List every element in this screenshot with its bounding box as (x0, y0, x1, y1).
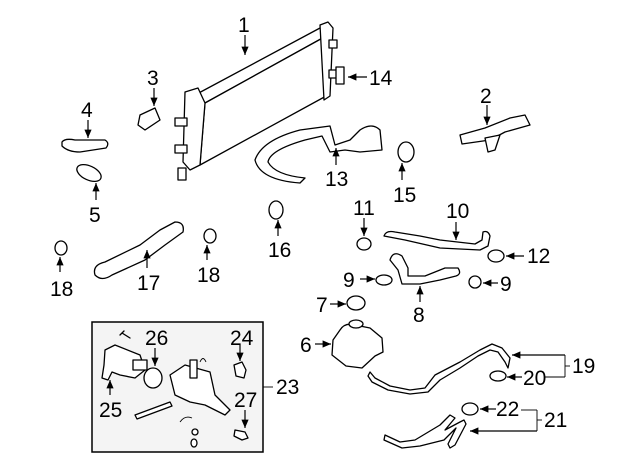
upper-insulator-part[interactable] (61, 138, 109, 153)
callout-26: 26 (145, 327, 168, 350)
callout-7: 7 (316, 294, 328, 317)
gasket-24-part[interactable] (233, 361, 247, 379)
upper-hose-part[interactable] (254, 125, 383, 184)
drain-plug-part[interactable] (335, 66, 345, 85)
callout-20: 20 (523, 367, 546, 390)
callout-4: 4 (81, 99, 93, 122)
bracket-part[interactable] (137, 107, 161, 131)
clamp-20-part[interactable] (489, 370, 507, 382)
callout-2: 2 (480, 85, 492, 108)
hose-10-part[interactable] (383, 230, 491, 251)
callout-3: 3 (147, 67, 159, 90)
callout-24: 24 (230, 327, 254, 350)
reservoir-part[interactable] (331, 323, 384, 369)
bleeder-part[interactable] (233, 429, 249, 441)
callout-17: 17 (137, 272, 160, 295)
callout-16: 16 (268, 239, 291, 262)
thermostat-body-part[interactable] (134, 358, 231, 448)
clamp-11-part[interactable] (356, 237, 372, 251)
thermostat-housing-part[interactable] (101, 330, 148, 381)
callout-18b: 18 (197, 264, 220, 287)
reservoir-cap-part[interactable] (346, 295, 366, 311)
hose-8-part[interactable] (389, 253, 461, 285)
callout-6: 6 (300, 334, 312, 357)
seal-part[interactable] (143, 367, 163, 389)
callout-18a: 18 (50, 278, 73, 301)
callout-10: 10 (446, 200, 469, 223)
callout-8: 8 (413, 304, 425, 327)
clamp-16-part[interactable] (268, 200, 284, 220)
lower-hose-part[interactable] (93, 221, 184, 280)
callout-21: 21 (544, 409, 567, 432)
callout-11: 11 (353, 197, 375, 220)
callout-13: 13 (325, 168, 348, 191)
callout-23: 23 (276, 376, 299, 399)
air-deflector-part[interactable] (459, 114, 531, 153)
callout-9a: 9 (343, 269, 355, 292)
clamp-9b-part[interactable] (468, 275, 482, 289)
callout-14: 14 (369, 67, 393, 90)
callout-22: 22 (496, 398, 519, 421)
lower-insulator-part[interactable] (74, 161, 103, 185)
clamp-18b-part[interactable] (203, 228, 217, 244)
callout-19: 19 (572, 355, 595, 378)
callout-12: 12 (527, 245, 550, 268)
clamp-15-part[interactable] (397, 141, 415, 163)
clamp-12-part[interactable] (487, 249, 505, 263)
clamp-18a-part[interactable] (54, 240, 68, 256)
bypass-hose-part[interactable] (383, 414, 467, 449)
clamp-9a-part[interactable] (375, 274, 393, 286)
callout-25: 25 (99, 399, 122, 422)
radiator-part[interactable] (174, 21, 338, 181)
callout-1: 1 (238, 14, 250, 37)
reservoir-neck (348, 319, 364, 329)
clamp-22-part[interactable] (461, 402, 479, 416)
overflow-hose-part[interactable] (367, 343, 511, 395)
callout-15: 15 (393, 184, 416, 207)
callout-9b: 9 (500, 273, 512, 296)
callout-27: 27 (234, 389, 257, 412)
callout-5: 5 (89, 204, 101, 227)
